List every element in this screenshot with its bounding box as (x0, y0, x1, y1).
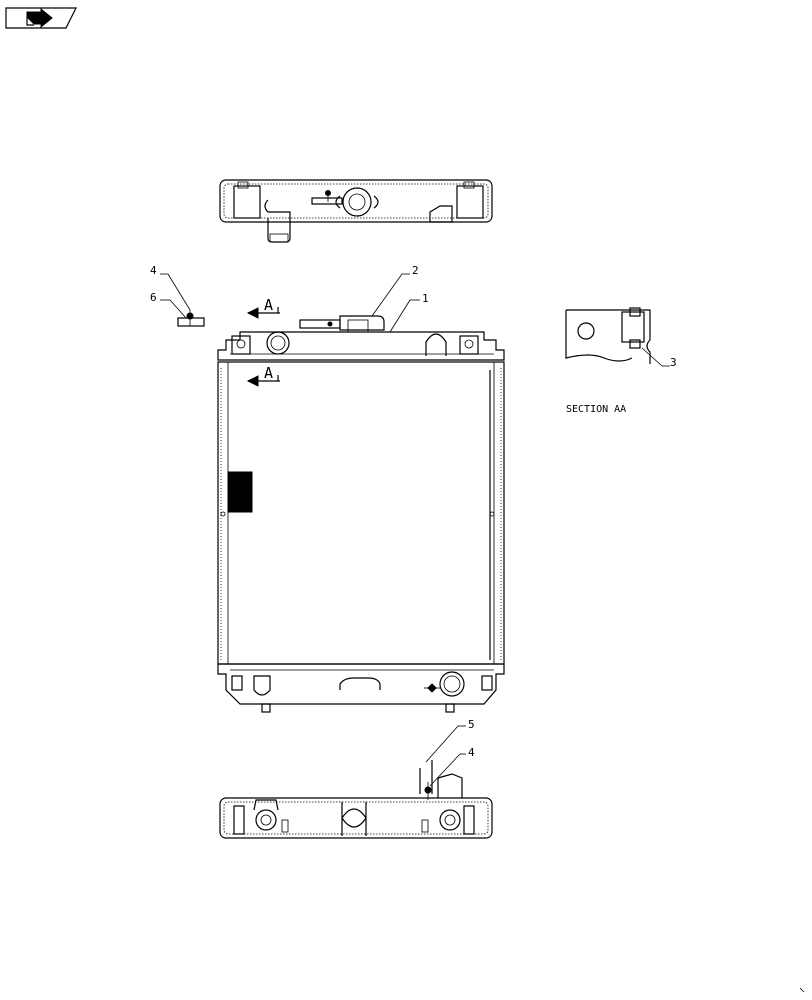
next-page-arrow-icon[interactable] (5, 7, 77, 29)
lower-tank-bottom-view (219, 760, 493, 839)
callout-3: 3 (670, 356, 677, 369)
leader-lines (160, 273, 466, 787)
section-marker-lower (246, 375, 280, 387)
section-aa-detail (565, 307, 670, 367)
section-marker-upper (246, 307, 280, 319)
upper-tank-top-view (219, 179, 493, 243)
callout-6: 6 (150, 291, 157, 304)
section-marker-a-upper: A (264, 296, 273, 314)
radiator-front-view (217, 315, 505, 713)
section-title: SECTION AA (566, 404, 626, 415)
callout-1: 1 (422, 292, 429, 305)
callout-4-bottom: 4 (468, 746, 475, 759)
callout-2: 2 (412, 264, 419, 277)
callout-4-top: 4 (150, 264, 157, 277)
corner-mark (799, 987, 805, 993)
section-marker-a-lower: A (264, 364, 273, 382)
callout-5: 5 (468, 718, 475, 731)
